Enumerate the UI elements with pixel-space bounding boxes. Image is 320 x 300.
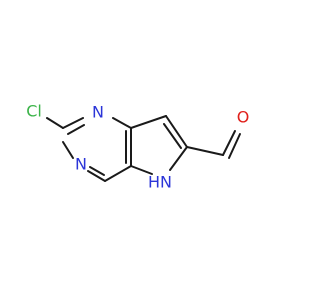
bond-c2-n1 [62,117,84,129]
pyrrole-h-label: H [148,173,160,192]
bond-c6-n5 [169,146,188,171]
oxygen-label: O [237,108,250,127]
bond-n5-c4a [130,165,153,175]
bond-layer [46,115,241,182]
bond-c7a-c7 [130,115,167,129]
bond-n3-c2 [62,141,74,159]
bond-c4-n3 [87,170,106,182]
bond-c4a-c4 [104,165,132,182]
bond-c2-cl [46,117,64,129]
bond-cho-o-inner [228,133,241,159]
pyrrole-n-label: N [160,173,172,192]
bond-c7-c6 [165,115,188,148]
bond-c2-n1-inner [67,124,85,135]
nitrogen-top-label: N [92,103,104,122]
bond-c6-cho [186,146,224,156]
bond-cho-o [222,130,236,156]
bond-n1-c7a [112,117,132,129]
molecule-canvas: Cl N N N H O [26,101,250,192]
structure-diagram: Cl N N N H O [26,102,250,192]
bond-c4-n3-inner [89,166,105,176]
bond-c7-c6-inner [163,123,182,149]
chlorine-label: Cl [26,102,42,121]
nitrogen-left-label: N [75,155,87,174]
